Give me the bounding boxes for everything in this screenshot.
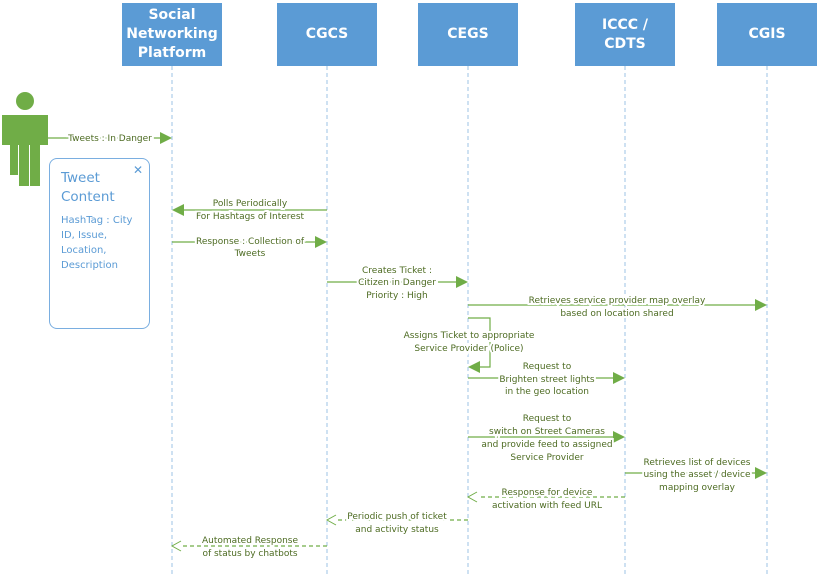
participant-cgis: CGIS — [717, 3, 817, 66]
arrowhead — [160, 132, 172, 144]
message-arrow: Request to switch on Street Cameras and pr… — [468, 412, 625, 465]
message-label: activation with feed URL — [492, 501, 602, 511]
message-label: Response for device — [502, 488, 593, 498]
message-label: Retrieves list of devices — [644, 458, 751, 468]
message-arrow: Creates Ticket : Citizen in DangerPriorit… — [327, 264, 468, 303]
message-label: Periodic push of ticket — [347, 512, 447, 522]
message-label: mapping overlay — [659, 483, 736, 493]
message-arrow: Periodic push of ticket and activity stat… — [325, 510, 468, 537]
message-label: Service Provider (Police) — [414, 344, 523, 354]
arrowhead — [170, 540, 182, 552]
message-arrow: Response : Collection of Tweets — [172, 235, 327, 261]
arrowhead — [755, 299, 767, 311]
message-label: and provide feed to assigned — [481, 440, 612, 450]
message-label: Request to — [523, 414, 572, 424]
message-label: Brighten street lights — [499, 375, 595, 385]
arrowhead — [325, 514, 337, 526]
message-label: of status by chatbots — [202, 549, 297, 559]
message-label: Tweets — [234, 249, 266, 259]
arrowhead — [468, 361, 480, 373]
person-icon — [2, 92, 48, 186]
message-label: Response : Collection of — [196, 237, 305, 247]
arrowhead — [456, 276, 468, 288]
message-label: For Hashtags of Interest — [196, 212, 305, 222]
message-label: based on location shared — [560, 309, 673, 319]
message-label: Request to — [523, 362, 572, 372]
message-label: Automated Response — [202, 536, 299, 546]
message-label: in the geo location — [505, 387, 589, 397]
note-body: HashTag : City ID, Issue, Location, Desc… — [61, 215, 133, 271]
message-arrow: Response for device activation with feed … — [466, 486, 625, 513]
message-label: switch on Street Cameras — [489, 427, 605, 437]
tweet-content-note: ✕ Tweet Content HashTag : City ID, Issue… — [49, 158, 150, 329]
message-label: and activity status — [355, 525, 439, 535]
arrowhead — [315, 236, 327, 248]
arrowhead — [172, 204, 184, 216]
message-label: Priority : High — [366, 291, 427, 301]
message-label: Tweets : In Danger — [67, 134, 152, 144]
message-label: using the asset / device — [643, 470, 751, 480]
message-arrow: Request to Brighten street lights in the g… — [468, 360, 625, 399]
message-label: Retrieves service provider map overlay — [529, 296, 706, 306]
participant-cgcs: CGCS — [277, 3, 377, 66]
message-arrow: Retrieves list of devices using the asset… — [625, 456, 767, 495]
message-arrow: Automated Response of status by chatbots — [170, 534, 327, 561]
message-label: Polls Periodically — [213, 199, 288, 209]
message-arrow: Retrieves service provider map overlay ba… — [468, 294, 767, 321]
message-label: Creates Ticket : — [362, 266, 432, 276]
arrowhead — [613, 372, 625, 384]
participant-cegs: CEGS — [418, 3, 518, 66]
message-label: Service Provider — [510, 453, 583, 463]
message-label: Citizen in Danger — [358, 278, 436, 288]
arrowhead — [613, 431, 625, 443]
close-icon[interactable]: ✕ — [132, 163, 143, 177]
message-arrow: Tweets : In Danger — [48, 132, 172, 146]
note-title: Tweet Content — [61, 170, 115, 205]
participant-iccc-cdts: ICCC / CDTS — [575, 3, 675, 66]
arrowhead — [755, 467, 767, 479]
arrowhead — [466, 491, 478, 503]
participant-social-networking-platform: Social Networking Platform — [122, 3, 222, 66]
message-label: Assigns Ticket to appropriate — [404, 331, 535, 341]
